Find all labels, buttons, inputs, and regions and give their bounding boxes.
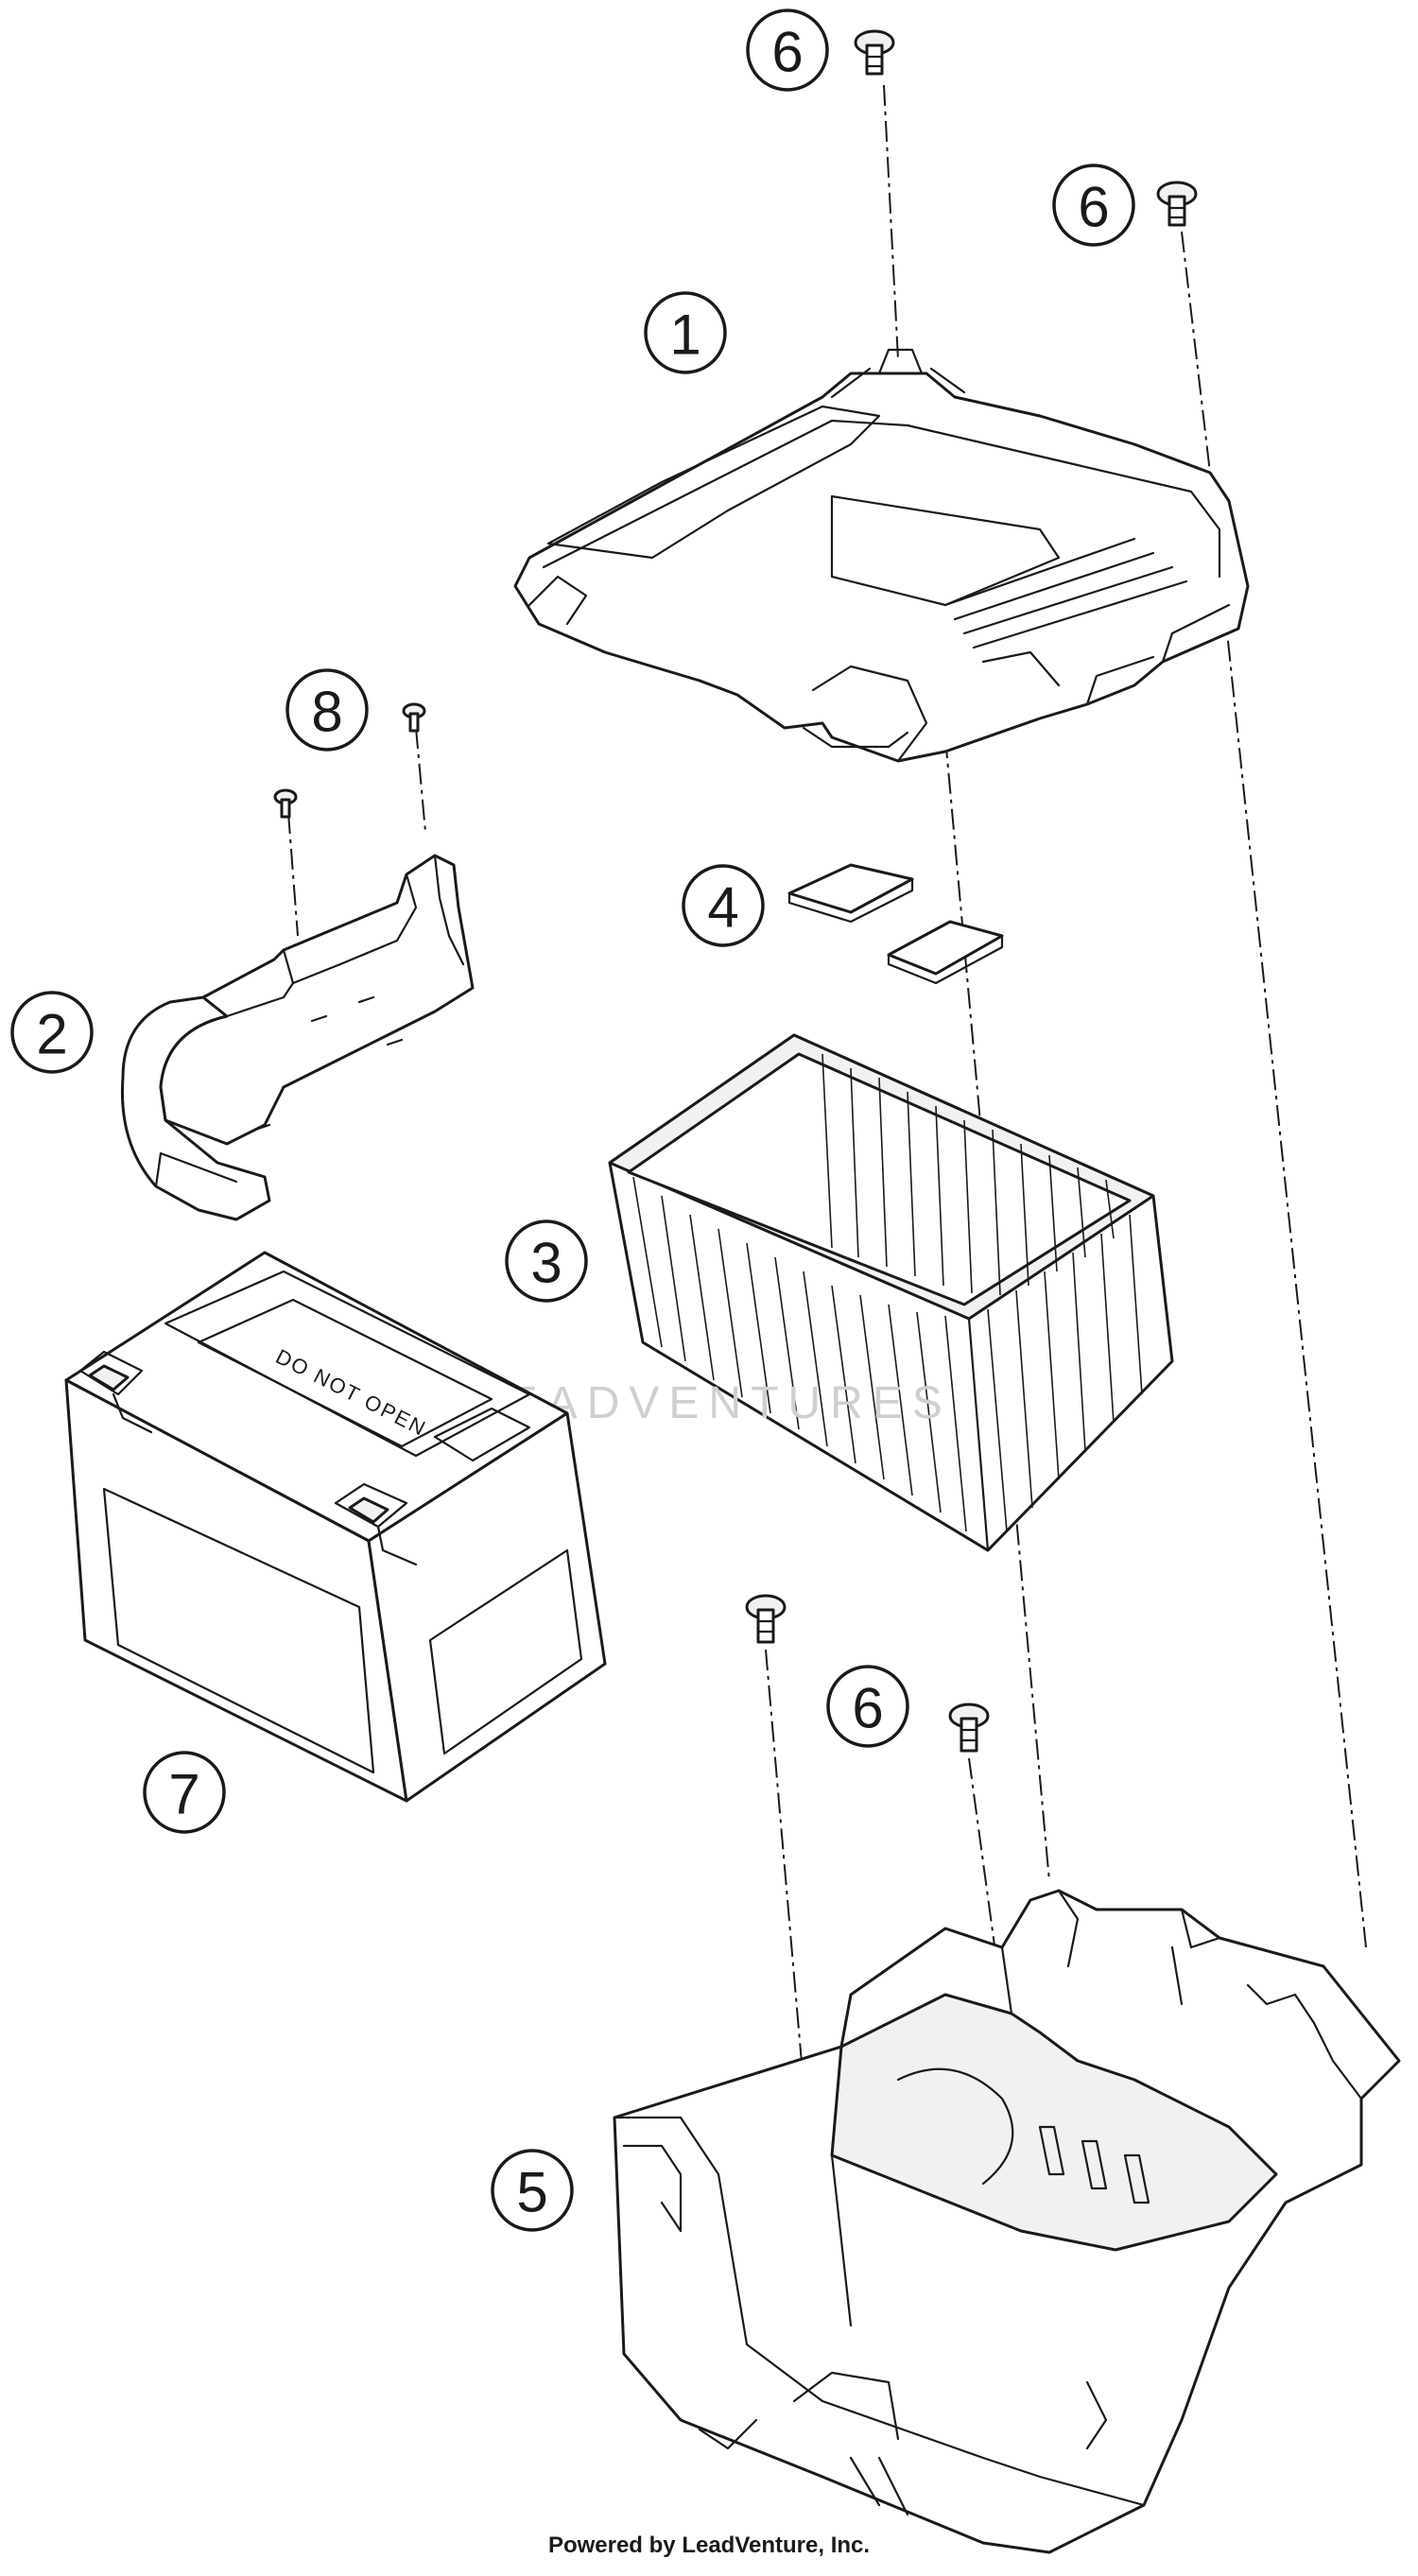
screw-6-bottom-left xyxy=(745,1594,787,1644)
screw-8-left xyxy=(273,788,298,819)
liner-ribs xyxy=(632,1053,1143,1532)
callout-6-top-right: 6 xyxy=(1052,164,1135,247)
callout-4-label: 4 xyxy=(707,876,738,940)
leader-cover-right-to-box xyxy=(1223,604,1367,1948)
callout-6-bottom: 6 xyxy=(826,1665,909,1748)
battery-box xyxy=(613,1889,1401,2554)
battery: DO NOT OPEN xyxy=(64,1251,607,1803)
callout-4: 4 xyxy=(682,864,765,947)
leader-screw-8a xyxy=(415,727,426,833)
leader-screw-8b xyxy=(287,812,299,937)
callout-8: 8 xyxy=(285,668,369,752)
battery-case-liner xyxy=(608,1033,1174,1552)
callout-6-top-left: 6 xyxy=(746,9,829,92)
screw-8-right xyxy=(402,702,426,733)
footer-credit: Powered by LeadVenture, Inc. xyxy=(548,2533,870,2558)
callout-3: 3 xyxy=(505,1219,588,1303)
leader-screw-top-right xyxy=(1181,231,1211,474)
screw-6-top-right xyxy=(1156,181,1198,227)
battery-cover xyxy=(513,348,1250,763)
battery-holder-bracket xyxy=(120,854,475,1221)
callout-6-bottom-label: 6 xyxy=(852,1677,883,1740)
callout-8-label: 8 xyxy=(311,681,342,744)
callout-2-label: 2 xyxy=(36,1003,67,1066)
callout-5: 5 xyxy=(491,2149,574,2232)
screw-6-bottom-right xyxy=(948,1703,990,1753)
callout-1-label: 1 xyxy=(669,303,700,367)
screw-6-top-left xyxy=(854,29,895,76)
callout-7-label: 7 xyxy=(168,1763,199,1826)
callout-5-label: 5 xyxy=(516,2161,547,2224)
leader-screw-bottom-left xyxy=(765,1649,833,2412)
callout-1: 1 xyxy=(644,291,727,374)
callout-6-top-left-label: 6 xyxy=(771,21,803,84)
callout-6-top-right-label: 6 xyxy=(1078,176,1109,239)
callout-7: 7 xyxy=(143,1751,226,1834)
adhesive-pads xyxy=(787,863,1004,985)
callout-2: 2 xyxy=(10,991,94,1074)
callout-3-label: 3 xyxy=(530,1232,562,1295)
leader-screw-top-left xyxy=(883,84,899,360)
